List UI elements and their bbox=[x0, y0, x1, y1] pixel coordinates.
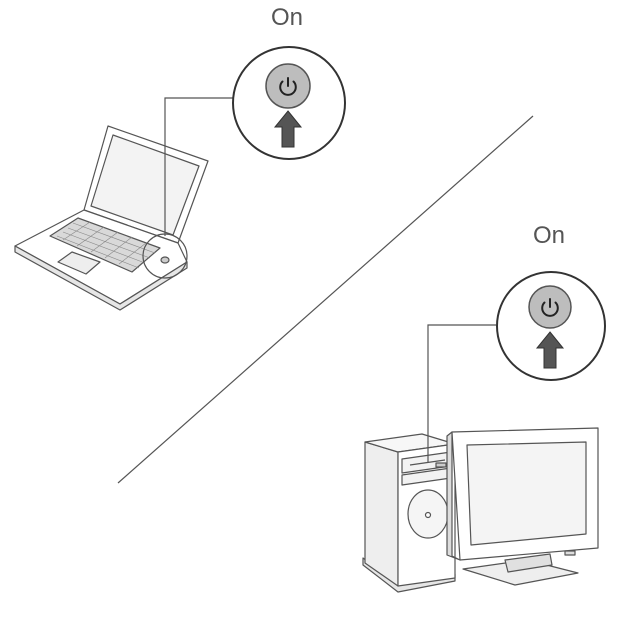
monitor-indicator bbox=[564, 550, 576, 556]
desktop-leader-line bbox=[427, 324, 496, 463]
monitor-stand-neck bbox=[504, 553, 553, 573]
laptop bbox=[14, 125, 209, 311]
power-icon bbox=[541, 298, 559, 317]
power-icon bbox=[279, 77, 297, 96]
laptop-leader-line bbox=[164, 97, 236, 236]
laptop-on-label: On bbox=[271, 4, 304, 31]
laptop-power-callout bbox=[232, 46, 346, 160]
arrow-up-icon bbox=[273, 110, 303, 148]
laptop-touchpad bbox=[57, 251, 101, 275]
tower-power-button bbox=[435, 462, 447, 468]
arrow-up-icon bbox=[535, 331, 565, 369]
tower-side bbox=[364, 441, 399, 587]
laptop-base-edge bbox=[14, 245, 188, 311]
laptop-power-button bbox=[160, 256, 170, 264]
desktop-computer bbox=[362, 427, 599, 593]
desktop-power-callout bbox=[496, 271, 606, 381]
monitor-back-edge bbox=[446, 431, 461, 561]
monitor-screen bbox=[466, 441, 587, 546]
tower-disc-center bbox=[424, 511, 432, 519]
keyboard-keys bbox=[56, 221, 156, 269]
diagonal-divider bbox=[117, 115, 534, 484]
desktop-on-label: On bbox=[533, 222, 566, 249]
